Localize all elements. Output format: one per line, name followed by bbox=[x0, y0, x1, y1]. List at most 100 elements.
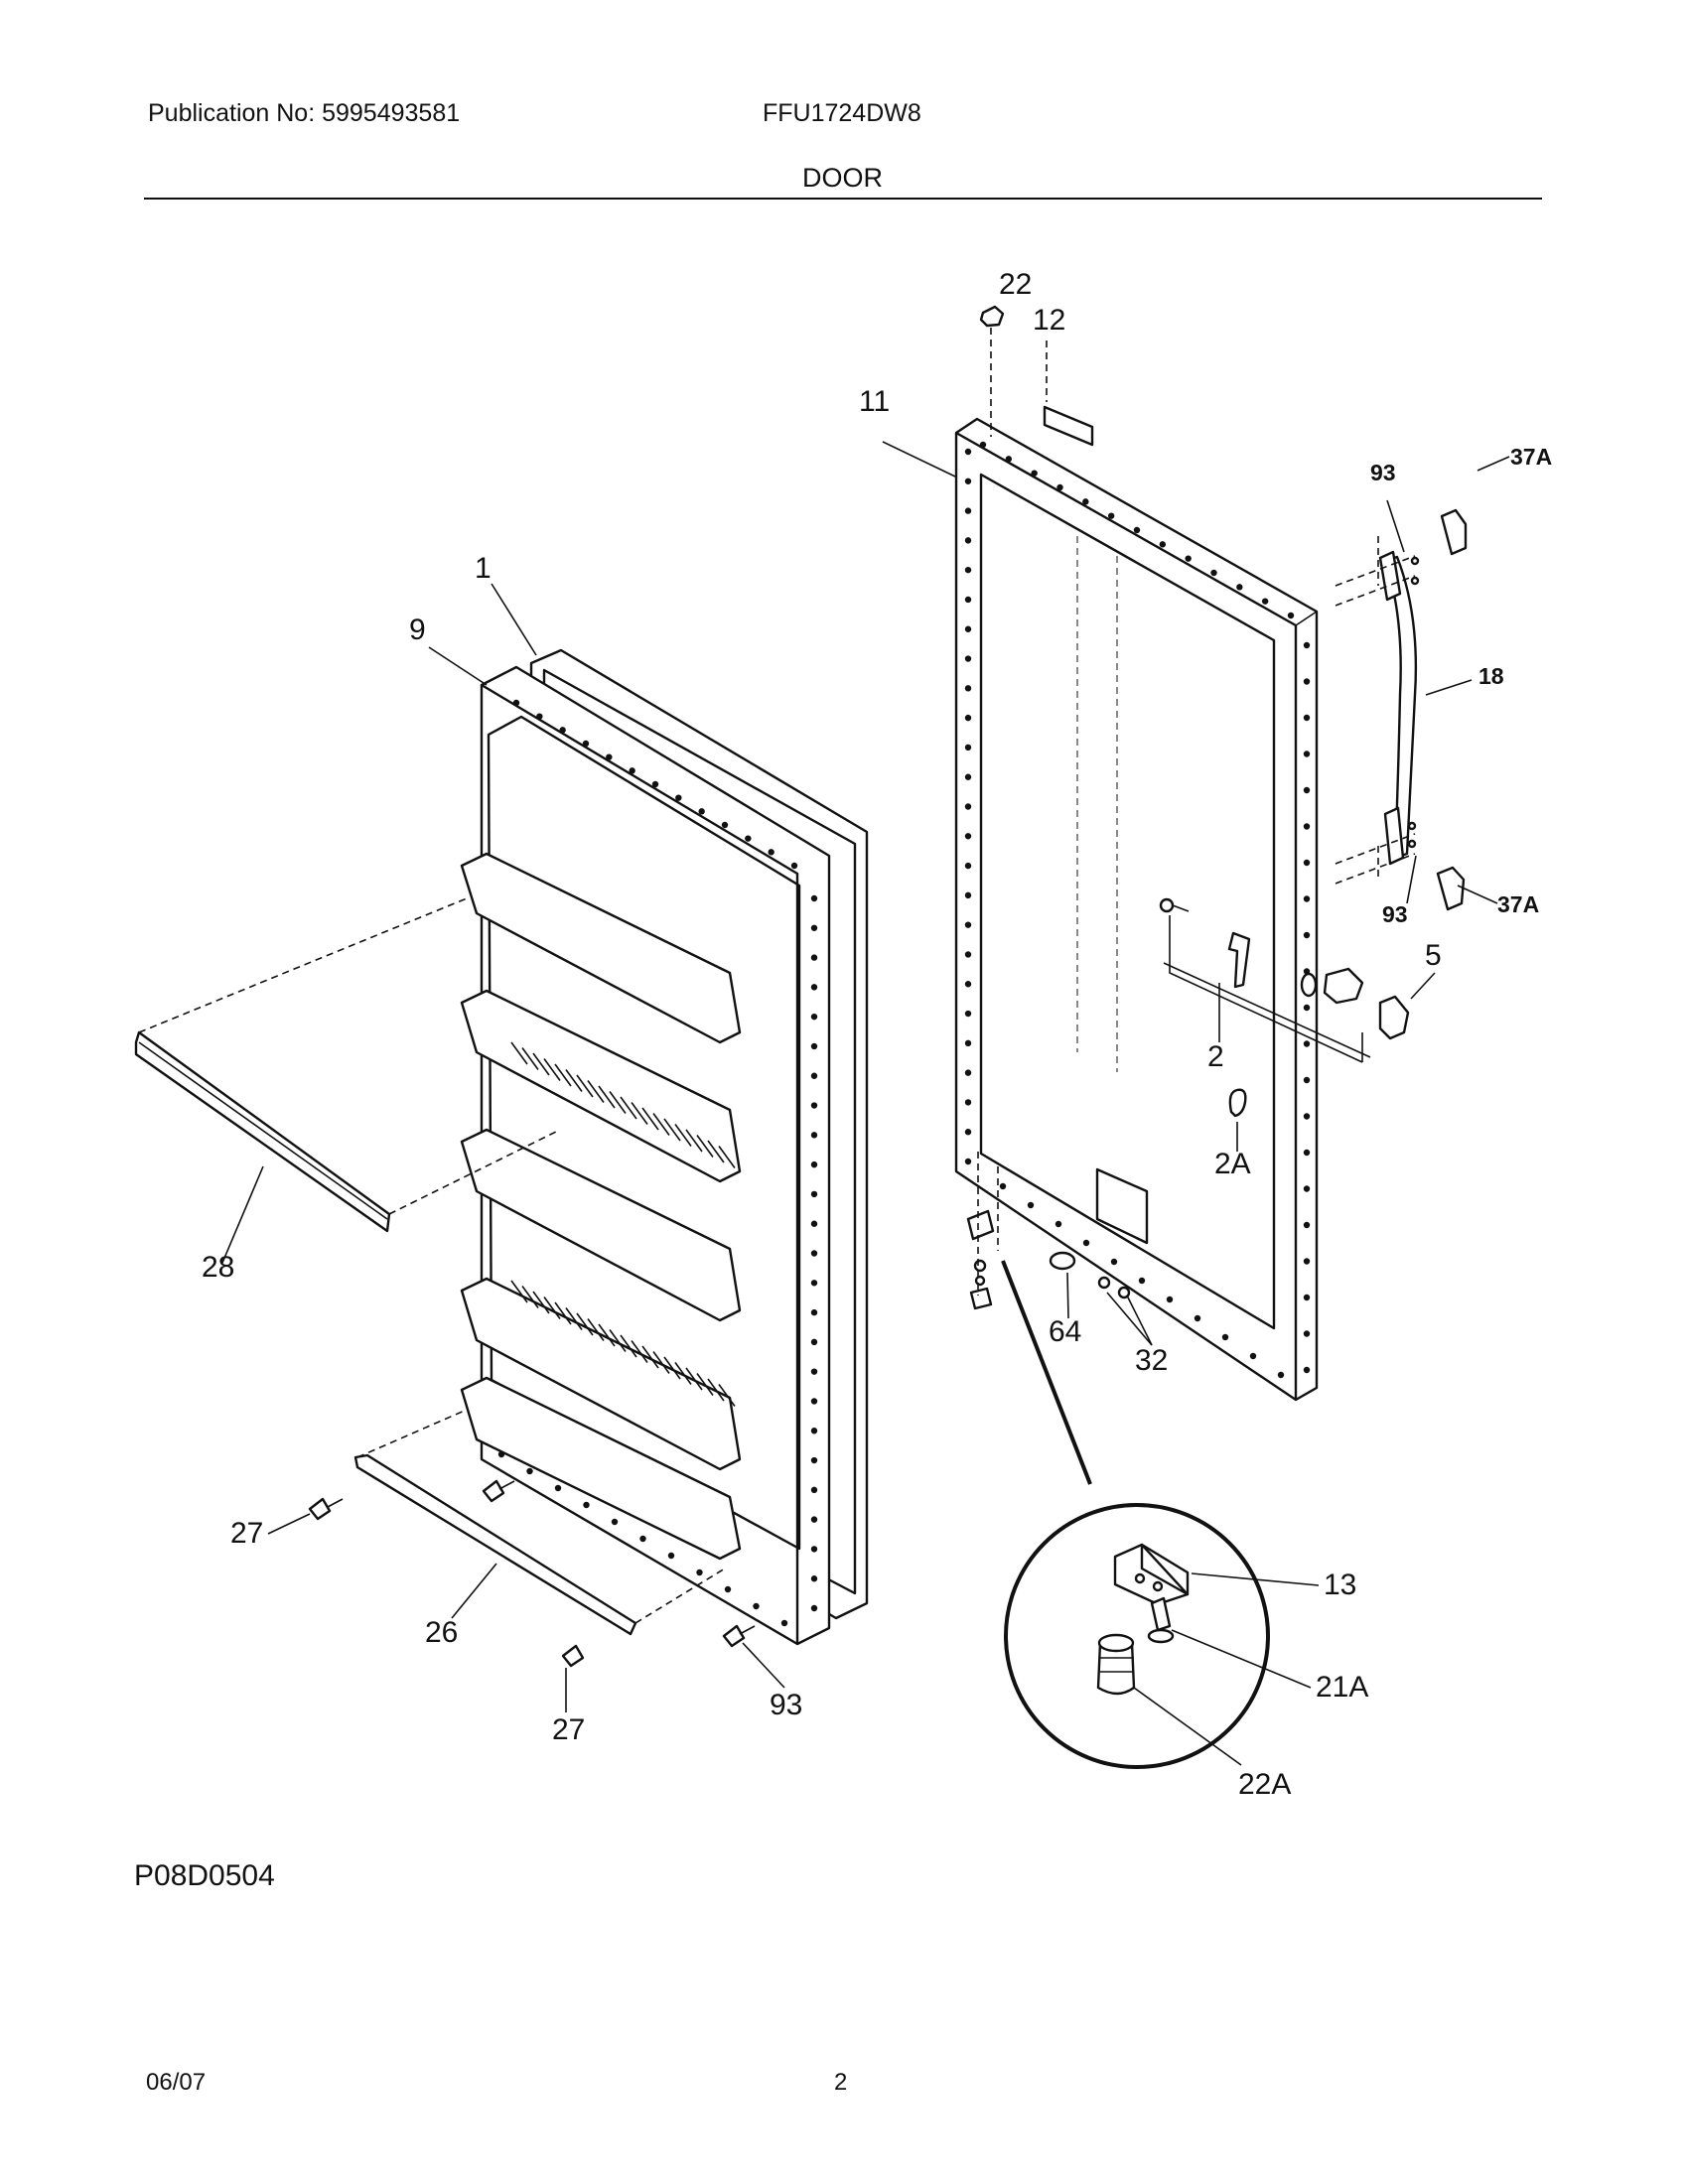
screw-hole bbox=[1303, 1258, 1311, 1265]
screw-hole bbox=[1303, 786, 1311, 794]
screw-hole bbox=[724, 1585, 732, 1593]
bin-rib bbox=[674, 1362, 692, 1385]
screw-hole bbox=[1303, 859, 1311, 867]
screw-hole bbox=[810, 1398, 818, 1405]
bin-rib bbox=[554, 1301, 572, 1325]
bin-rib bbox=[543, 1058, 561, 1081]
screw-hole bbox=[964, 981, 972, 988]
screw-hole bbox=[810, 1132, 818, 1139]
bin-rib bbox=[620, 1334, 637, 1358]
callout-93-top: 93 bbox=[1370, 460, 1396, 485]
callout-64: 64 bbox=[1049, 1315, 1082, 1348]
shelf-bar bbox=[134, 897, 557, 1233]
bin-rib bbox=[620, 1096, 637, 1120]
door-handle bbox=[1335, 508, 1468, 911]
screw-hole bbox=[1303, 1294, 1311, 1301]
screw-hole bbox=[964, 1069, 972, 1076]
screw-hole bbox=[526, 1467, 533, 1475]
model-number: FFU1724DW8 bbox=[763, 99, 921, 127]
screw-hole bbox=[810, 894, 818, 902]
bin-rib bbox=[652, 1113, 670, 1136]
callout-9: 9 bbox=[409, 614, 426, 646]
callout-1: 1 bbox=[475, 552, 492, 585]
callout-11: 11 bbox=[859, 385, 891, 418]
screw-hole bbox=[1133, 526, 1141, 534]
bin-rib bbox=[532, 1052, 550, 1076]
bin-rib bbox=[565, 1307, 583, 1330]
bin-rib bbox=[718, 1384, 736, 1407]
screw-hole bbox=[1194, 1314, 1201, 1322]
screw-hole bbox=[1031, 470, 1038, 477]
screw-hole bbox=[810, 1102, 818, 1109]
screw-hole bbox=[745, 835, 752, 842]
screw-hole bbox=[810, 1338, 818, 1346]
screw-hole bbox=[1210, 569, 1217, 577]
screw-hole bbox=[1185, 555, 1192, 562]
screw-hole bbox=[810, 1428, 818, 1434]
screw-hole bbox=[810, 1456, 818, 1464]
screw-hole bbox=[810, 1013, 818, 1021]
screw-hole bbox=[1303, 1330, 1311, 1337]
screw-hole bbox=[964, 1158, 972, 1165]
screw-hole bbox=[1277, 1371, 1285, 1379]
screw-hole bbox=[1027, 1201, 1035, 1209]
screw-hole bbox=[810, 924, 818, 931]
top-screw bbox=[979, 305, 1005, 437]
screw-hole bbox=[810, 1250, 818, 1257]
callout-2a: 2A bbox=[1214, 1148, 1251, 1180]
screw-hole bbox=[810, 1575, 818, 1582]
bin-rib bbox=[543, 1297, 561, 1319]
screw-hole bbox=[1249, 1352, 1257, 1360]
bin-rib bbox=[521, 1047, 539, 1070]
bin-rib bbox=[641, 1107, 659, 1131]
screw-hole bbox=[810, 1160, 818, 1168]
section-title: DOOR bbox=[802, 163, 883, 193]
screw-hole bbox=[1236, 584, 1243, 591]
screw-hole bbox=[1110, 1258, 1118, 1266]
bottom-screws bbox=[308, 1479, 756, 1668]
screw-hole bbox=[1221, 1333, 1229, 1341]
bin-rib bbox=[718, 1146, 736, 1168]
screw-hole bbox=[1159, 541, 1167, 548]
screw-hole bbox=[675, 794, 682, 801]
screw-hole bbox=[512, 699, 520, 707]
screw-hole bbox=[810, 1368, 818, 1375]
door-bins bbox=[460, 852, 742, 1561]
screw-hole bbox=[964, 1129, 972, 1136]
outer-door-panel bbox=[954, 417, 1319, 1402]
screw-hole bbox=[1082, 498, 1089, 505]
screw-hole bbox=[810, 1516, 818, 1523]
callout-2: 2 bbox=[1207, 1040, 1224, 1073]
screw-hole bbox=[964, 596, 972, 604]
bin-rib bbox=[641, 1345, 659, 1369]
bin-rib bbox=[685, 1367, 703, 1391]
screw-hole bbox=[964, 625, 972, 632]
callout-27-left: 27 bbox=[230, 1517, 264, 1550]
screw-hole bbox=[964, 448, 972, 456]
bin-rib bbox=[631, 1102, 648, 1125]
bin-rib bbox=[707, 1140, 725, 1163]
screw-hole bbox=[964, 507, 972, 514]
bin-rib bbox=[565, 1069, 583, 1092]
screw-hole bbox=[721, 821, 729, 829]
screw-hole bbox=[1056, 483, 1063, 491]
screw-hole bbox=[1303, 1076, 1311, 1084]
header-rule bbox=[144, 198, 1542, 200]
bin-rib bbox=[609, 1091, 627, 1114]
screw-hole bbox=[1303, 678, 1311, 685]
screw-hole bbox=[964, 862, 972, 870]
bin-rib bbox=[587, 1318, 605, 1341]
bin-rib bbox=[696, 1373, 714, 1396]
screw-hole bbox=[1303, 1185, 1311, 1192]
bin-rib bbox=[521, 1286, 539, 1308]
bin-rib bbox=[510, 1280, 528, 1303]
screw-hole bbox=[768, 849, 774, 856]
screw-hole bbox=[810, 1280, 818, 1287]
screw-hole bbox=[1287, 612, 1295, 619]
diagram-code: P08D0504 bbox=[134, 1859, 275, 1892]
bin-rib bbox=[707, 1378, 725, 1402]
screw-hole bbox=[964, 803, 972, 810]
screw-hole bbox=[1303, 1004, 1311, 1012]
bin-rib bbox=[532, 1291, 550, 1314]
